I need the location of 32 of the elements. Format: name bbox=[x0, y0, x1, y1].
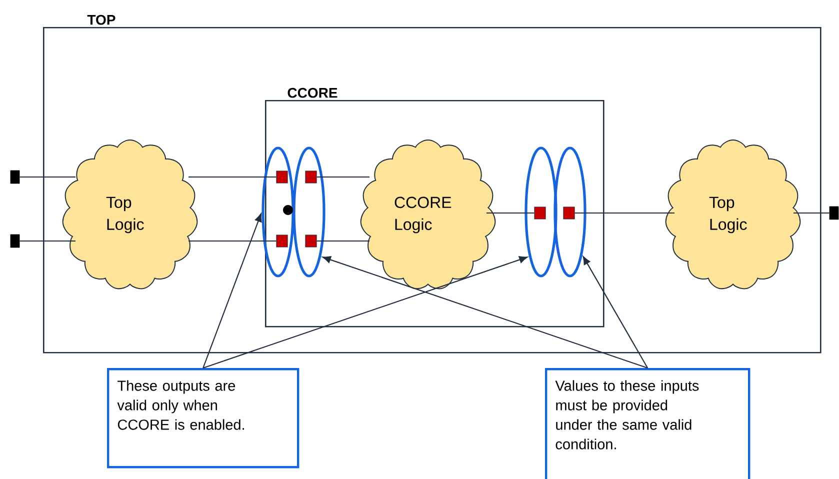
signal-group-ellipse bbox=[524, 146, 558, 278]
arrow bbox=[322, 256, 648, 369]
port-square bbox=[276, 170, 288, 184]
signal-group-ellipse bbox=[262, 146, 294, 278]
io-pin bbox=[829, 206, 839, 220]
wire bbox=[20, 240, 76, 242]
io-pin bbox=[10, 234, 20, 248]
arrow bbox=[202, 256, 528, 369]
io-pin bbox=[10, 170, 20, 184]
callout-box: These outputs are valid only when CCORE is enabled. bbox=[107, 368, 300, 468]
wire bbox=[793, 212, 830, 214]
callout-box: Values to these inputs must be provided under the same valid condition. bbox=[545, 368, 750, 479]
signal-group-ellipse bbox=[554, 146, 586, 278]
port-square bbox=[534, 206, 546, 220]
port-square bbox=[276, 234, 288, 248]
wire bbox=[20, 176, 76, 178]
wire bbox=[188, 240, 276, 242]
signal-group-ellipse bbox=[292, 146, 326, 278]
wire bbox=[316, 240, 370, 242]
node-label: TOP bbox=[87, 14, 116, 25]
node-label: CCORE bbox=[288, 88, 338, 98]
logic-cloud: Top Logic bbox=[62, 140, 198, 290]
port-square bbox=[305, 234, 317, 248]
logic-cloud: CCORE Logic bbox=[360, 140, 496, 290]
port-square bbox=[563, 206, 575, 220]
arrow bbox=[582, 256, 648, 368]
port-square bbox=[305, 170, 317, 184]
wire bbox=[316, 176, 370, 178]
logic-cloud: Top Logic bbox=[665, 140, 801, 290]
wire bbox=[574, 212, 675, 214]
wire bbox=[486, 212, 534, 214]
arrow bbox=[202, 213, 262, 368]
